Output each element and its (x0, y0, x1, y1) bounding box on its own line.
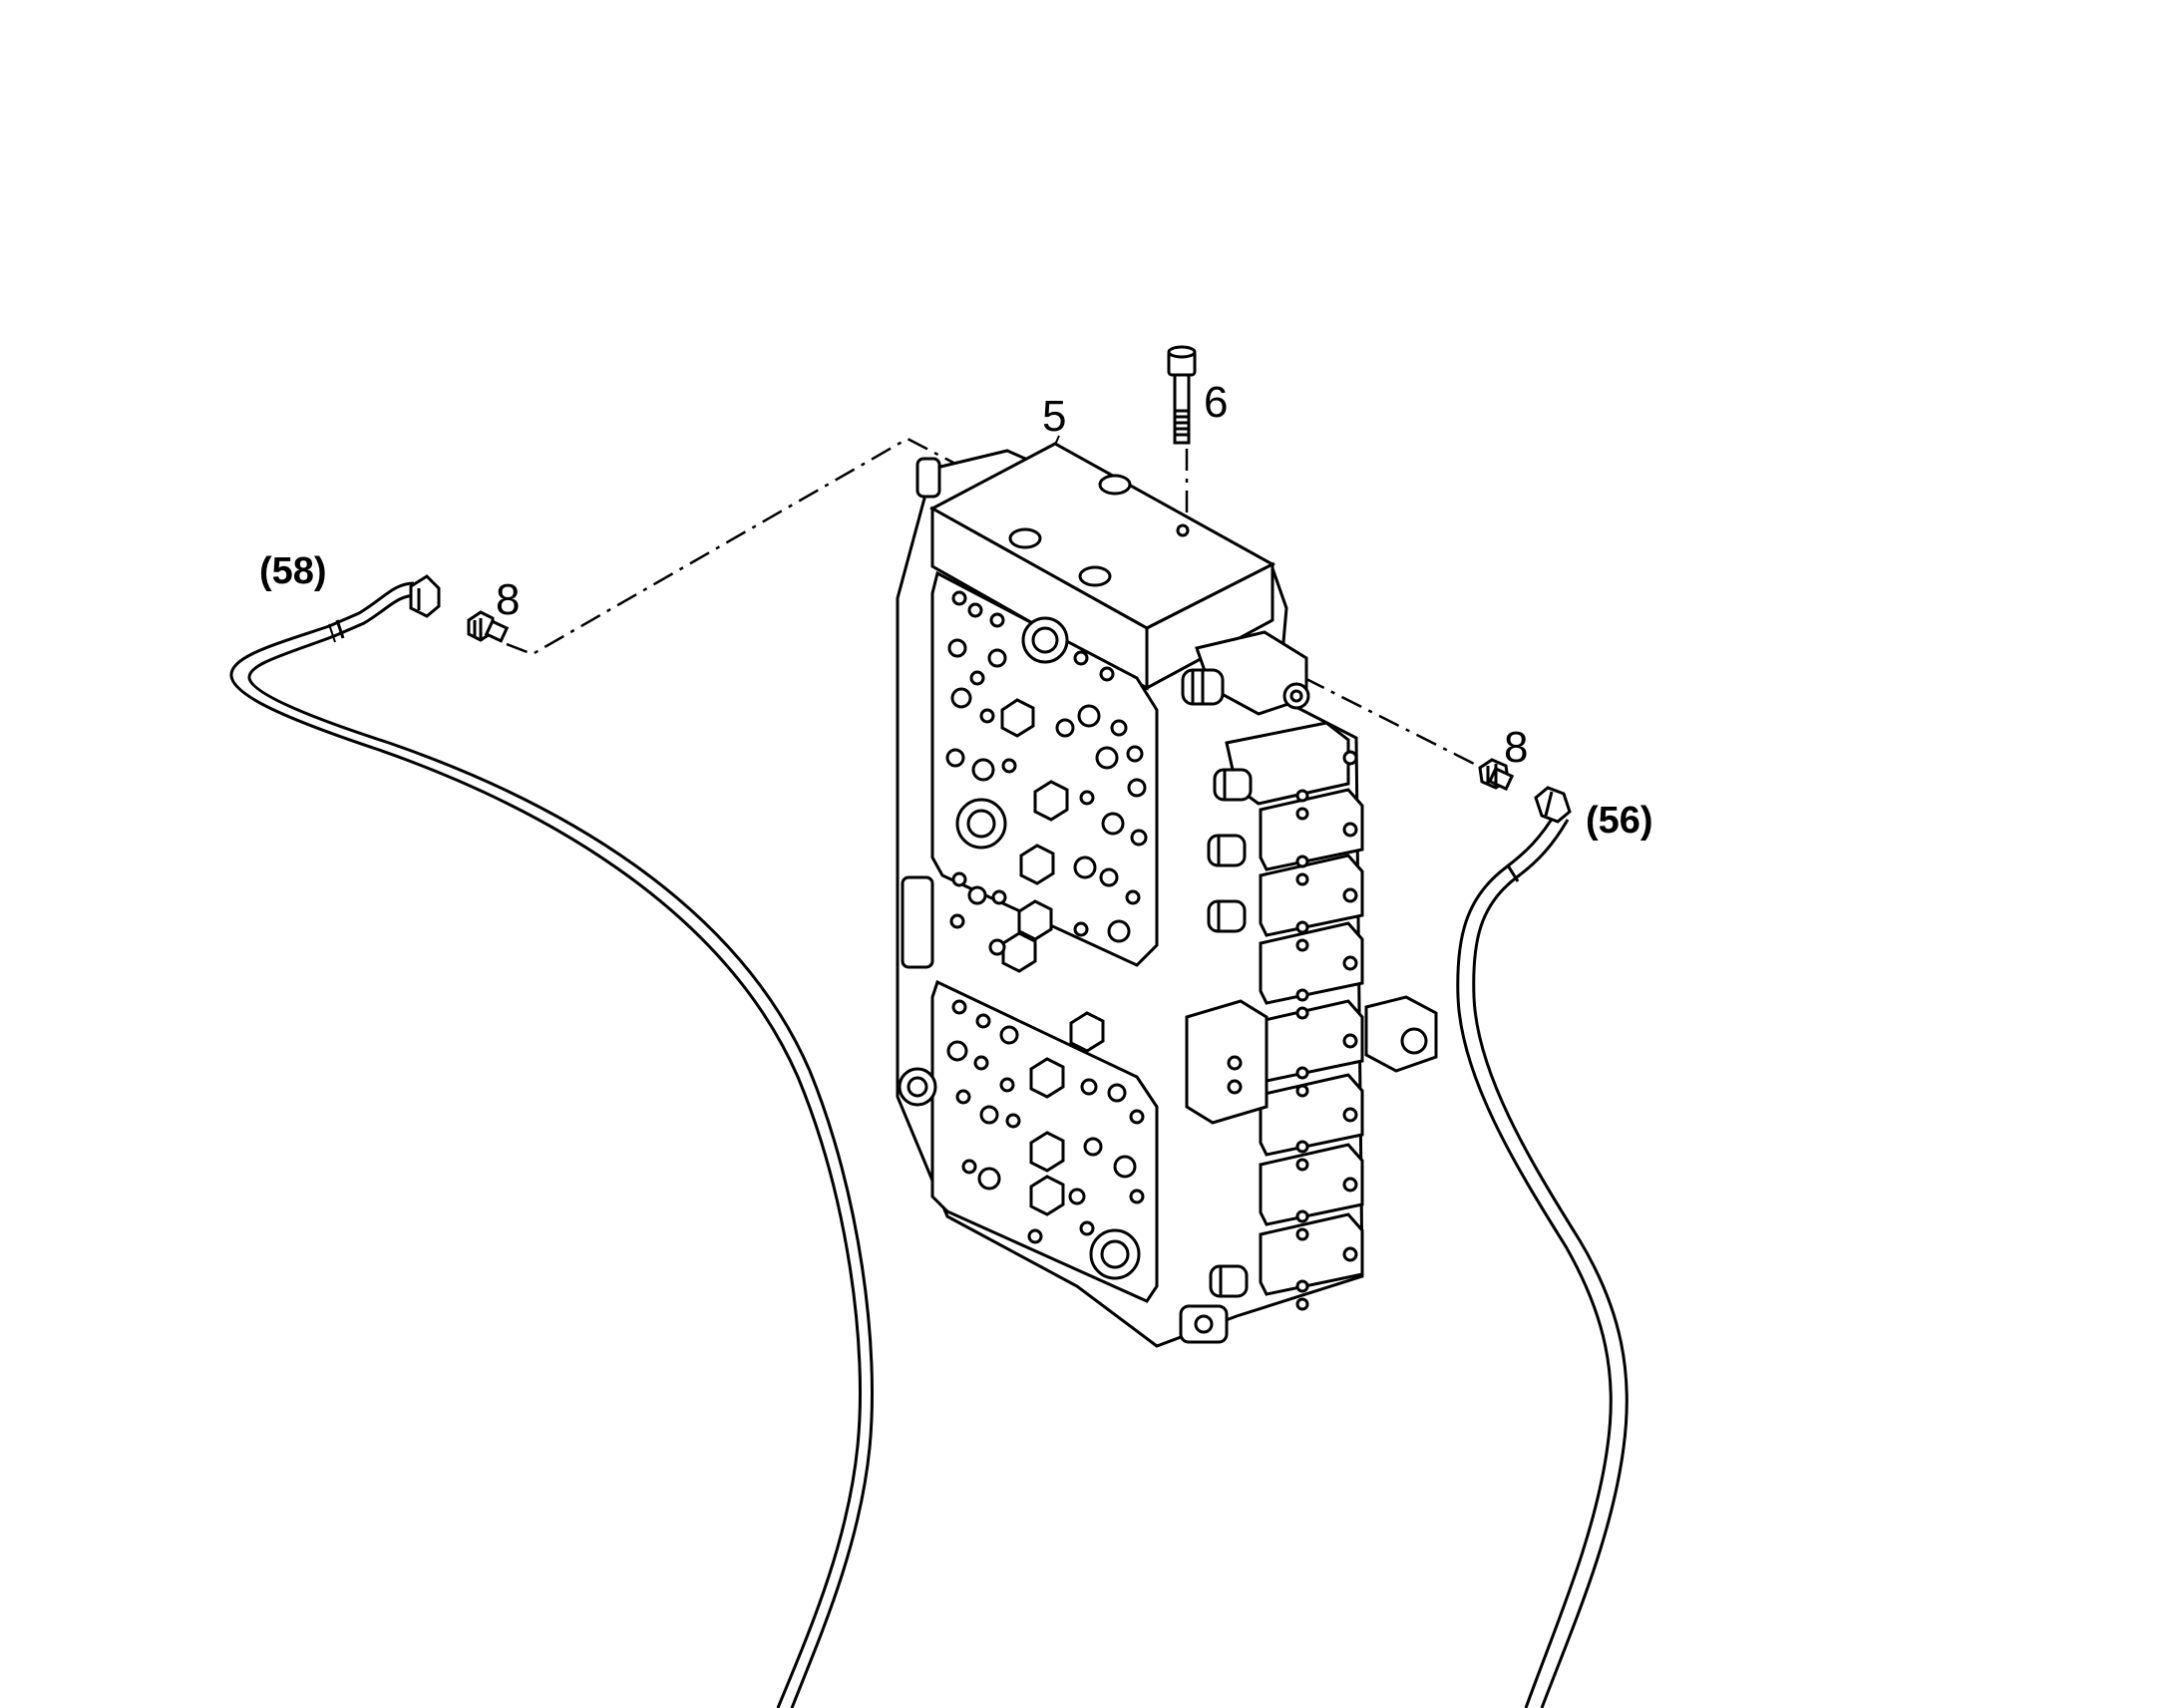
leader-line-5 (1054, 435, 1060, 446)
pipe-56-nut (1534, 786, 1572, 824)
label-fitting-8-left: 8 (496, 575, 520, 624)
assembly-centre-lines (506, 437, 1483, 770)
pipe-58-nut (409, 574, 441, 618)
label-pipe-56: (56) (1586, 800, 1653, 842)
port-fittings (1181, 668, 1253, 1298)
fitting-8-left (467, 610, 510, 643)
fitting-8-right (1478, 758, 1515, 792)
pipe-58 (229, 581, 874, 1708)
label-pipe-58: (58) (259, 550, 327, 592)
bolt-6 (1167, 345, 1197, 445)
label-fitting-8-right: 8 (1504, 723, 1528, 772)
label-bolt-6: 6 (1204, 378, 1228, 427)
pipe-56 (1456, 812, 1629, 1708)
control-valve-5 (896, 442, 1438, 1348)
pilot-cap-stack (1225, 721, 1364, 1311)
label-valve-5: 5 (1042, 392, 1066, 441)
